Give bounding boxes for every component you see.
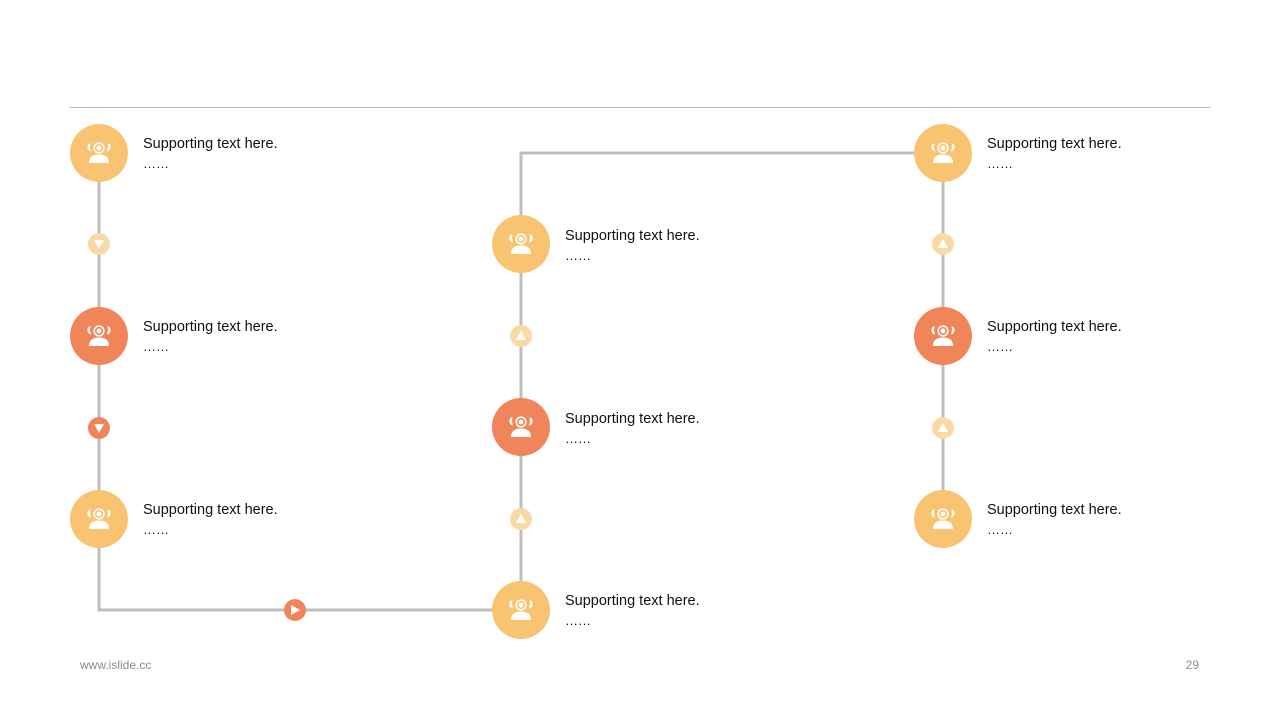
node-dots: …… [565,248,591,263]
node-label: Supporting text here. …… [143,501,278,539]
user-node [70,124,128,182]
user-node [914,124,972,182]
node-text: Supporting text here. [987,319,1122,335]
node-text: Supporting text here. [143,502,278,518]
triangle-up-icon [938,239,948,248]
node-dots: …… [987,522,1013,537]
node-label: Supporting text here. …… [143,135,278,173]
users-icon [87,508,111,529]
node-dots: …… [143,522,169,537]
arrow-down-marker [88,417,110,439]
node-text: Supporting text here. [987,136,1122,152]
users-icon [509,416,533,437]
node-label: Supporting text here. …… [987,318,1122,356]
arrow-down-marker [88,233,110,255]
node-dots: …… [987,156,1013,171]
user-node [492,398,550,456]
users-icon [509,233,533,254]
triangle-up-icon [516,514,526,523]
user-node [914,307,972,365]
user-node [492,215,550,273]
user-node [70,307,128,365]
arrow-right-marker [284,599,306,621]
arrow-up-marker [510,508,532,530]
triangle-down-icon [94,424,104,433]
arrow-up-marker [932,417,954,439]
arrow-up-marker [932,233,954,255]
footer-url: www.islide.cc [80,658,152,672]
users-icon [509,599,533,620]
node-text: Supporting text here. [143,136,278,152]
node-label: Supporting text here. …… [565,592,700,630]
node-text: Supporting text here. [565,228,700,244]
node-text: Supporting text here. [987,502,1122,518]
node-text: Supporting text here. [565,593,700,609]
triangle-right-icon [291,605,300,615]
top-divider [70,107,1210,108]
users-icon [931,508,955,529]
page-number: 29 [1185,658,1199,672]
connector-left [97,153,521,612]
node-dots: …… [987,339,1013,354]
user-node [914,490,972,548]
triangle-down-icon [94,240,104,249]
node-label: Supporting text here. …… [987,501,1122,539]
node-text: Supporting text here. [565,411,700,427]
users-icon [87,142,111,163]
node-dots: …… [565,613,591,628]
node-text: Supporting text here. [143,319,278,335]
node-label: Supporting text here. …… [143,318,278,356]
node-label: Supporting text here. …… [565,410,700,448]
node-dots: …… [143,156,169,171]
user-node [70,490,128,548]
node-dots: …… [565,431,591,446]
user-node [492,581,550,639]
arrow-up-marker [510,325,532,347]
triangle-up-icon [938,423,948,432]
node-label: Supporting text here. …… [565,227,700,265]
node-label: Supporting text here. …… [987,135,1122,173]
users-icon [931,142,955,163]
users-icon [87,325,111,346]
node-dots: …… [143,339,169,354]
users-icon [931,325,955,346]
connector-middle [519,151,943,610]
triangle-up-icon [516,331,526,340]
